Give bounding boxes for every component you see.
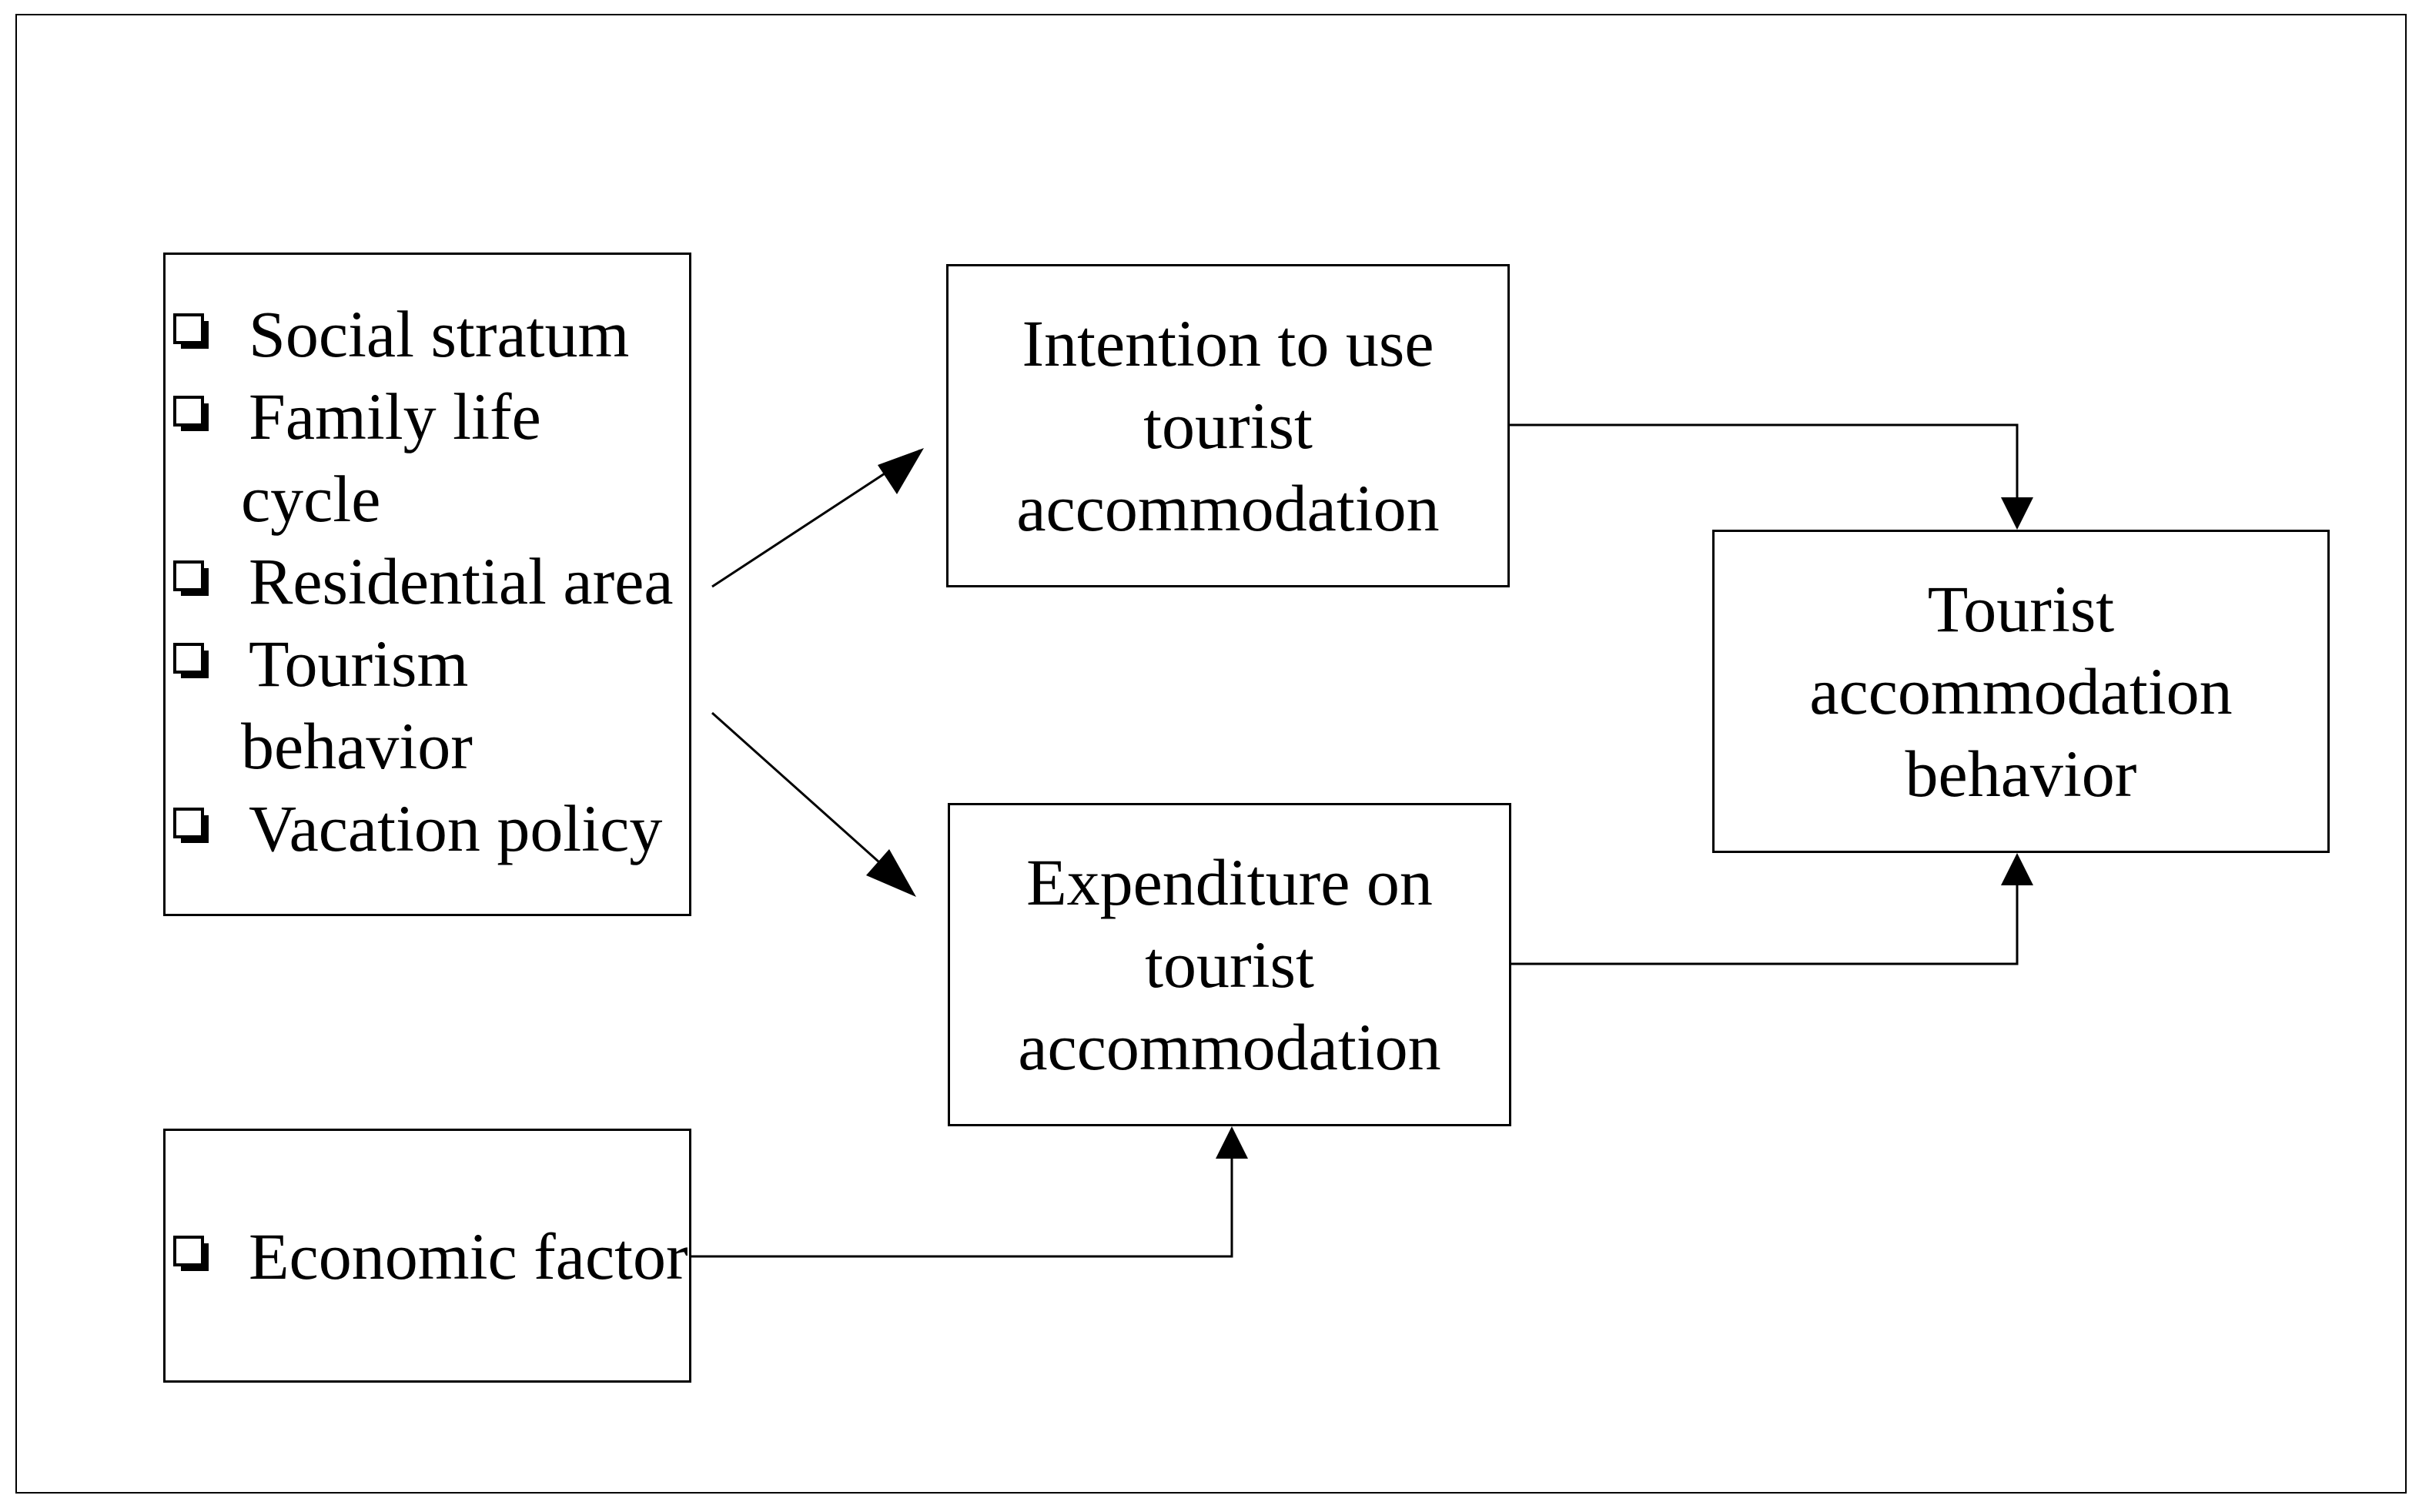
arrowhead-behavior-top: [2001, 497, 2033, 530]
expenditure-line: accommodation: [1018, 1009, 1441, 1084]
behavior-line: accommodation: [1809, 654, 2233, 728]
factor-label: Economic factor: [249, 1219, 688, 1293]
behavior-line: Tourist: [1927, 571, 2115, 646]
arrow-expenditure-to-behavior: [1511, 882, 2019, 965]
behavior-line: behavior: [1905, 736, 2137, 811]
intention-line: tourist: [1143, 388, 1313, 463]
checkbox-icon: [173, 1236, 209, 1271]
checkbox-icon: [173, 396, 209, 431]
expenditure-line: tourist: [1145, 927, 1314, 1002]
arrow-factors-to-expenditure: [711, 711, 902, 883]
arrowhead-behavior-bottom: [2001, 853, 2033, 885]
factors-box: Social stratum Family life cycle Residen…: [163, 253, 691, 916]
intention-line: accommodation: [1016, 470, 1440, 545]
arrowhead-intention: [878, 448, 924, 494]
arrowhead-expenditure-bottom: [1216, 1126, 1248, 1159]
factor-label: Residential area: [249, 544, 674, 618]
arrow-economic-to-expenditure: [691, 1155, 1233, 1258]
checkbox-icon: [173, 643, 209, 678]
diagram-frame: [15, 14, 2407, 1494]
arrow-intention-to-behavior: [1510, 423, 2019, 500]
intention-line: Intention to use: [1022, 306, 1434, 380]
behavior-box: Tourist accommodation behavior: [1712, 530, 2330, 853]
expenditure-line: Expenditure on: [1026, 845, 1433, 919]
factor-label-continued: cycle: [241, 462, 381, 536]
expenditure-box: Expenditure on tourist accommodation: [948, 803, 1511, 1126]
intention-box: Intention to use tourist accommodation: [946, 264, 1510, 587]
factor-label: Tourism: [249, 627, 469, 701]
checkbox-icon: [173, 313, 209, 349]
factor-label-continued: behavior: [241, 709, 473, 783]
checkbox-icon: [173, 560, 209, 596]
economic-factor-box: Economic factor: [163, 1129, 691, 1383]
factor-label: Vacation policy: [249, 791, 663, 865]
factor-label: Family life: [249, 380, 541, 453]
factor-label: Social stratum: [249, 297, 630, 371]
checkbox-icon: [173, 808, 209, 843]
arrowhead-expenditure: [866, 849, 916, 897]
